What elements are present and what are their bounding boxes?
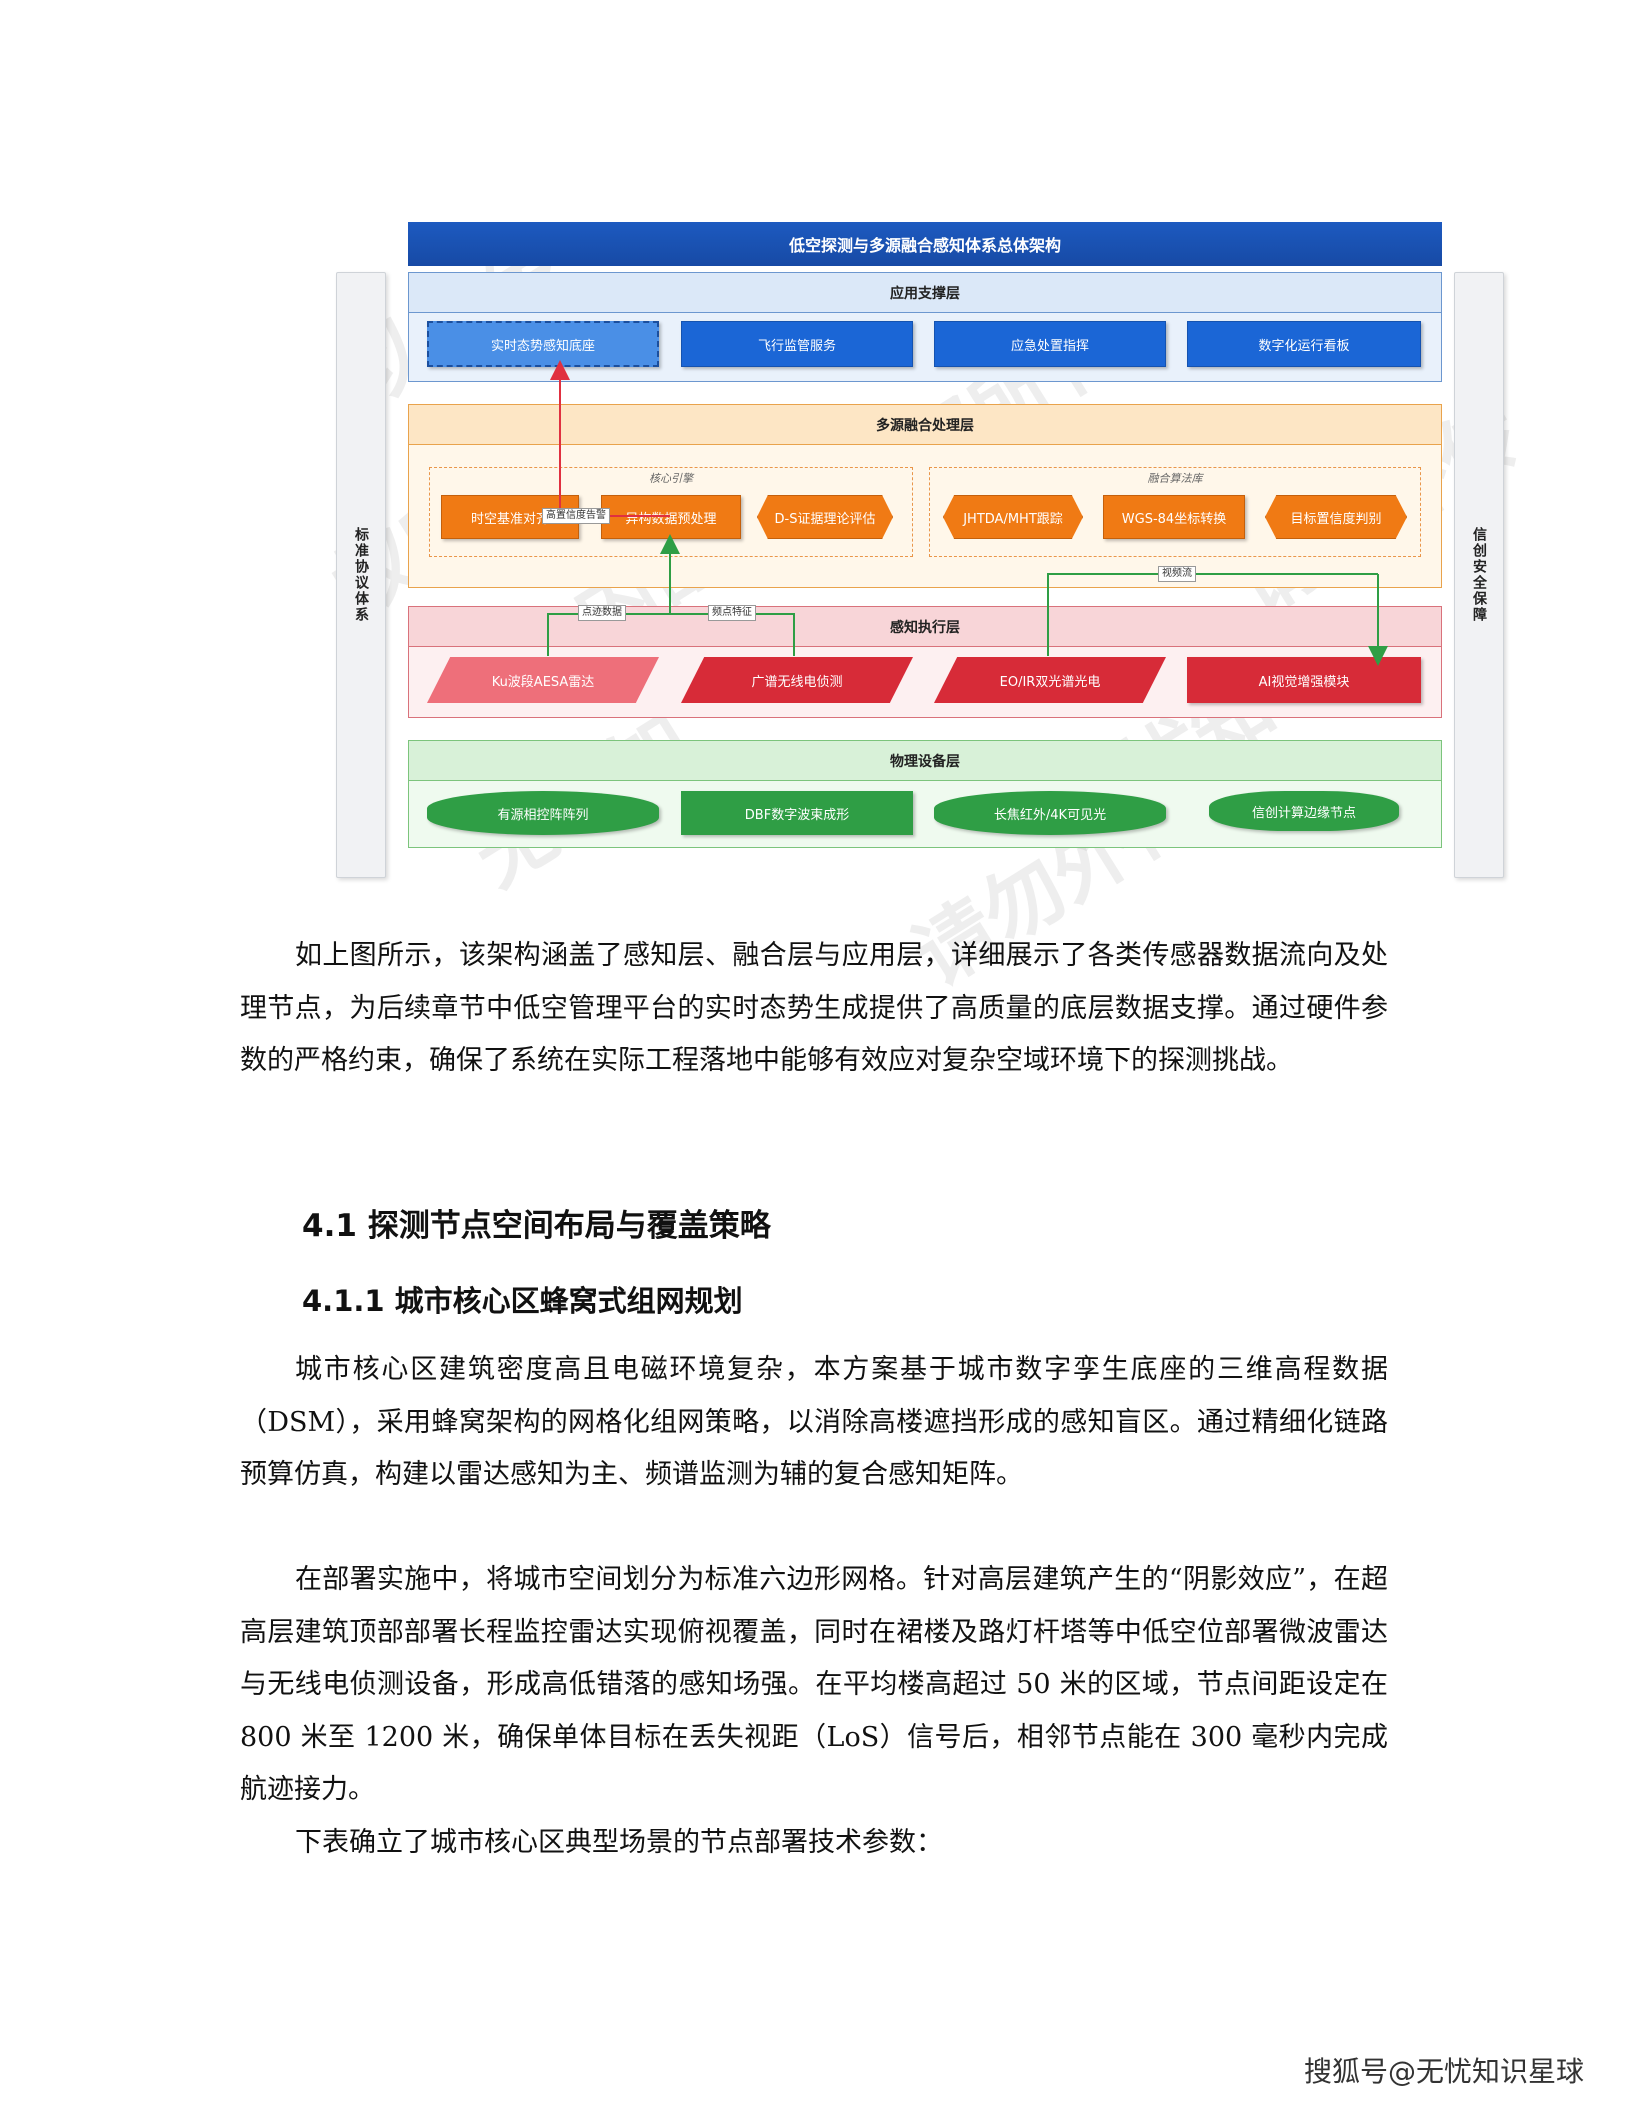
physical-node-ir-camera: 长焦红外/4K可见光 bbox=[934, 791, 1166, 835]
edge-label-alert: 高置信度告警 bbox=[542, 508, 610, 524]
right-side-bar: 信创安全保障 bbox=[1454, 272, 1504, 878]
source-watermark: 搜狐号@无忧知识星球 bbox=[1303, 2055, 1584, 2088]
fusion-node-confidence: 目标置信度判别 bbox=[1265, 495, 1407, 539]
paragraph-core-area: 城市核心区建筑密度高且电磁环境复杂，本方案基于城市数字孪生底座的三维高程数据（D… bbox=[240, 1354, 1388, 1490]
paragraph-deployment: 在部署实施中，将城市空间划分为标准六边形网格。针对高层建筑产生的“阴影效应”，在… bbox=[240, 1564, 1388, 1805]
edge-label-video: 视频流 bbox=[1158, 566, 1196, 582]
fusion-algorithm-group: 融合算法库 bbox=[929, 467, 1421, 557]
connector-overlay bbox=[547, 360, 1388, 666]
application-layer: 应用支撑层 实时态势感知底座 飞行监管服务 应急处置指挥 数字化运行看板 bbox=[408, 272, 1442, 382]
paragraph-table-intro: 下表确立了城市核心区典型场景的节点部署技术参数： bbox=[295, 1827, 943, 1858]
fusion-algorithm-label: 融合算法库 bbox=[1147, 472, 1203, 485]
fusion-node-ds-evidence: D-S证据理论评估 bbox=[757, 495, 893, 539]
left-side-bar: 标准协议体系 bbox=[336, 272, 386, 878]
core-engine-label: 核心引擎 bbox=[649, 472, 693, 485]
app-node-dashboard: 数字化运行看板 bbox=[1187, 321, 1421, 367]
edge-label-track: 点迹数据 bbox=[578, 605, 626, 621]
architecture-diagram: 以外传 权所有 内部资料 无忧知 版权所有 请勿外传 无忧知 请勿外传 标准协议… bbox=[318, 210, 1538, 1004]
diagram-title: 低空探测与多源融合感知体系总体架构 bbox=[408, 222, 1442, 266]
fusion-layer-title: 多源融合处理层 bbox=[409, 405, 1441, 445]
app-node-flight: 飞行监管服务 bbox=[681, 321, 913, 367]
edge-track bbox=[547, 534, 680, 656]
physical-node-dbf: DBF数字波束成形 bbox=[681, 791, 913, 835]
app-node-emergency: 应急处置指挥 bbox=[934, 321, 1166, 367]
left-side-label: 标准协议体系 bbox=[353, 527, 369, 623]
fusion-node-wgs84: WGS-84坐标转换 bbox=[1103, 495, 1245, 539]
physical-node-phased-array: 有源相控阵阵列 bbox=[427, 791, 659, 835]
physical-layer-title: 物理设备层 bbox=[409, 741, 1441, 781]
physical-layer: 物理设备层 有源相控阵阵列 DBF数字波束成形 长焦红外/4K可见光 信创计算边… bbox=[408, 740, 1442, 848]
right-side-label: 信创安全保障 bbox=[1471, 527, 1487, 623]
perception-node-eoir: EO/IR双光谱光电 bbox=[934, 657, 1166, 703]
app-node-situation: 实时态势感知底座 bbox=[427, 321, 659, 367]
edge-label-spectrum: 频点特征 bbox=[708, 605, 756, 621]
fusion-node-jhtda: JHTDA/MHT跟踪 bbox=[943, 495, 1083, 539]
application-layer-title: 应用支撑层 bbox=[409, 273, 1441, 313]
perception-node-radio: 广谱无线电侦测 bbox=[681, 657, 913, 703]
edge-alert bbox=[550, 360, 670, 517]
perception-layer: 感知执行层 Ku波段AESA雷达 广谱无线电侦测 EO/IR双光谱光电 AI视觉… bbox=[408, 606, 1442, 718]
physical-node-edge: 信创计算边缘节点 bbox=[1209, 791, 1399, 831]
subsection-heading: 4.1.1 城市核心区蜂窝式组网规划 bbox=[302, 1284, 743, 1318]
section-heading: 4.1 探测节点空间布局与覆盖策略 bbox=[302, 1208, 771, 1244]
perception-node-ku-radar: Ku波段AESA雷达 bbox=[427, 657, 659, 703]
edge-video bbox=[1047, 573, 1378, 656]
paragraph-intro: 如上图所示，该架构涵盖了感知层、融合层与应用层，详细展示了各类传感器数据流向及处… bbox=[240, 940, 1388, 1076]
